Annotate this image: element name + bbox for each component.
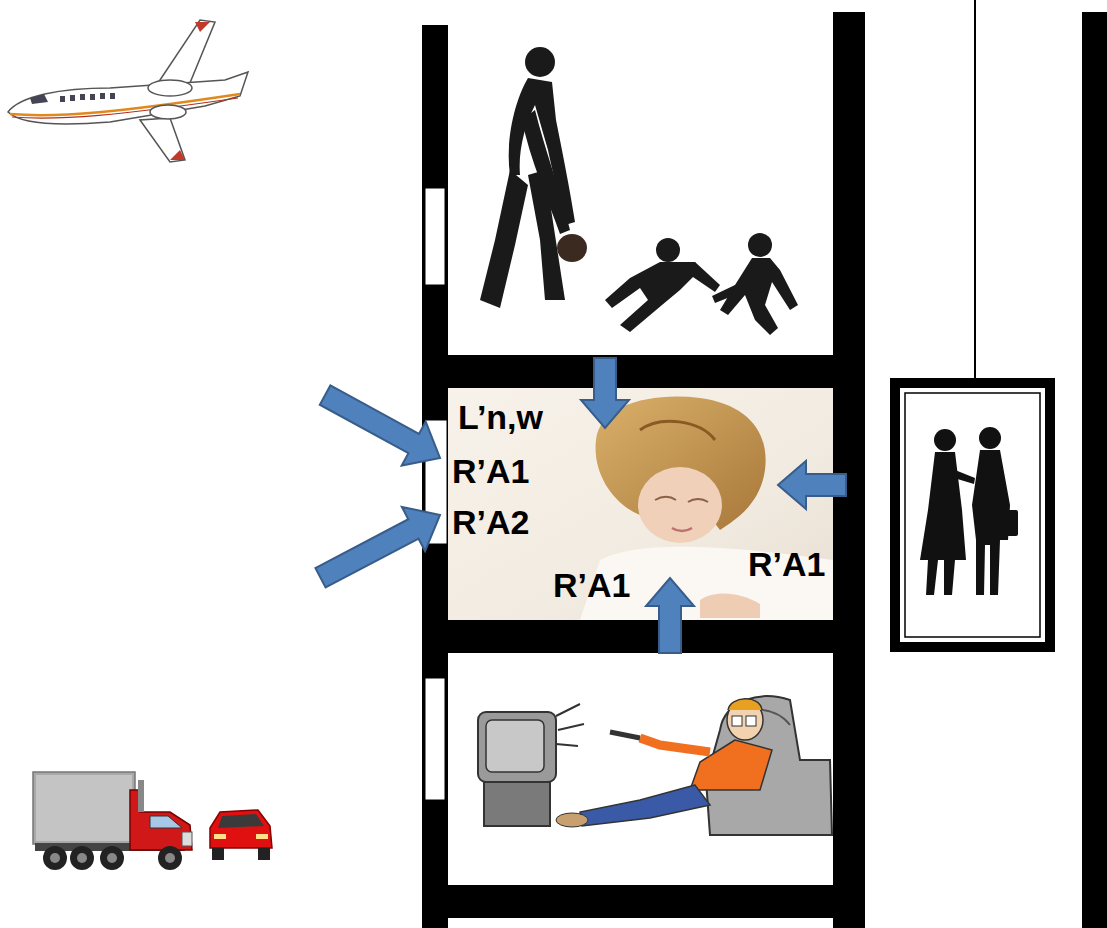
elevator (895, 0, 1050, 647)
sound-index-label: L’n,w (458, 398, 543, 437)
sound-arrows (309, 358, 846, 653)
sound-index-label: R’A1 (553, 566, 630, 605)
windows (425, 188, 447, 800)
sound-index-label: R’A1 (452, 452, 529, 491)
outer-wall (1082, 12, 1107, 928)
truck-icon (33, 772, 192, 870)
car-icon (210, 810, 272, 860)
airplane-icon (8, 20, 248, 162)
sound-index-label: R’A1 (748, 545, 825, 584)
football-players (480, 47, 798, 335)
sound-index-label: R’A2 (452, 503, 529, 542)
building-walls (422, 12, 865, 928)
tv-viewer (478, 696, 832, 835)
sleeping-photo (448, 388, 833, 620)
